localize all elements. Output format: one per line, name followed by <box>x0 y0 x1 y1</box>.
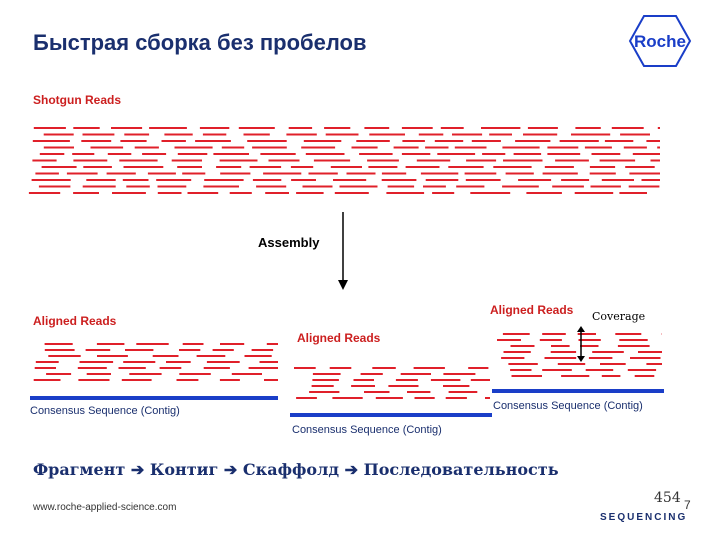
aligned-reads-middle <box>294 367 490 399</box>
footer-url: www.roche-applied-science.com <box>33 502 177 513</box>
caption: Фрагмент ➔ Контиг ➔ Скаффолд ➔ Последова… <box>33 460 559 479</box>
arrow-icon: ➔ <box>223 460 238 479</box>
coverage-label: Coverage <box>592 310 646 323</box>
caption-scaffold: Скаффолд <box>242 460 340 479</box>
brand-454: 454 <box>654 490 681 506</box>
consensus-left-label: Consensus Sequence (Contig) <box>30 405 180 417</box>
consensus-right-label: Consensus Sequence (Contig) <box>493 400 643 412</box>
coverage-arrow-top <box>577 326 585 332</box>
aligned-reads-right <box>497 333 662 377</box>
caption-contig: Контиг <box>149 460 219 479</box>
caption-sequence: Последовательность <box>363 460 559 479</box>
assembly-arrow-head <box>338 280 348 290</box>
aligned-reads-middle-label: Aligned Reads <box>297 331 381 345</box>
assembly-label: Assembly <box>258 235 320 250</box>
caption-fragment: Фрагмент <box>33 460 126 479</box>
roche-logo: Roche <box>628 15 692 67</box>
shotgun-reads <box>28 127 660 194</box>
consensus-middle-label: Consensus Sequence (Contig) <box>292 424 442 436</box>
shotgun-reads-label: Shotgun Reads <box>33 93 122 107</box>
aligned-reads-left <box>33 343 278 381</box>
arrow-icon: ➔ <box>344 460 359 479</box>
logo-text: Roche <box>634 32 686 51</box>
coverage-arrow-bottom <box>577 356 585 362</box>
brand-sequencing: SEQUENCING <box>600 512 688 523</box>
aligned-reads-left-label: Aligned Reads <box>33 314 117 328</box>
aligned-reads-right-label: Aligned Reads <box>490 303 574 317</box>
page-number: 7 <box>684 498 691 512</box>
arrow-icon: ➔ <box>130 460 145 479</box>
slide-title: Быстрая сборка без пробелов <box>33 30 367 55</box>
